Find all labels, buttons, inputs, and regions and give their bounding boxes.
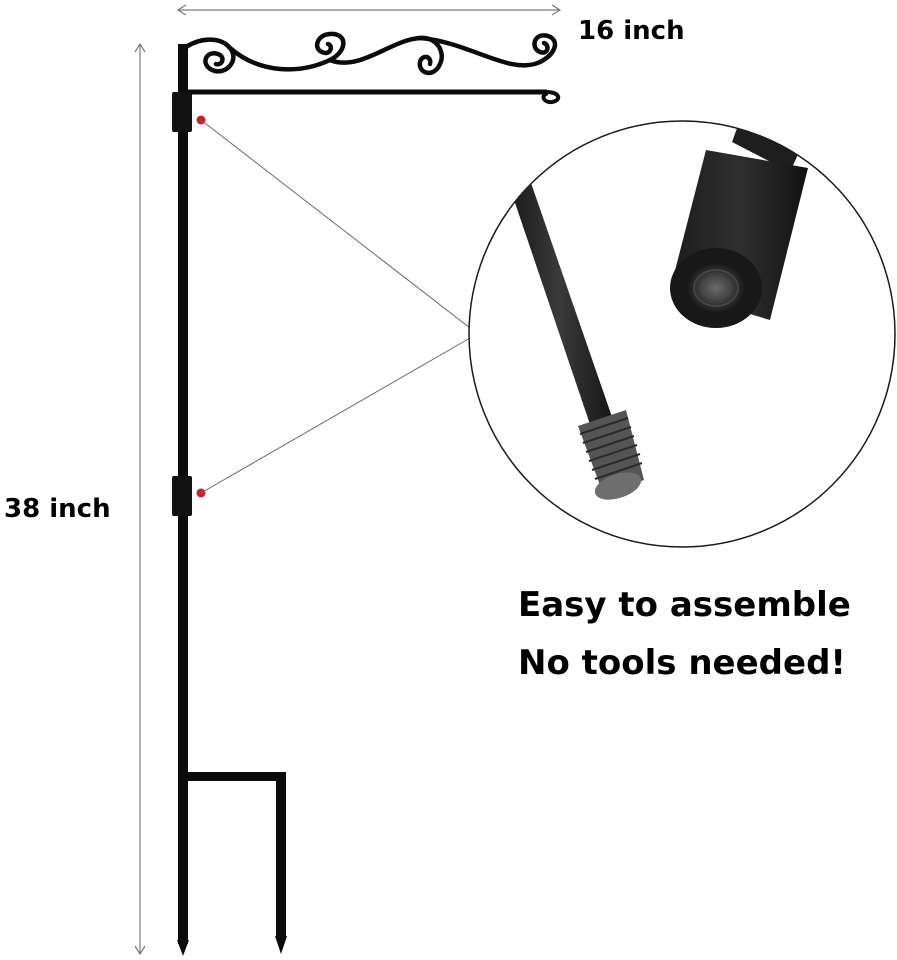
height-dimension-arrow	[134, 42, 146, 956]
ground-stake	[186, 772, 287, 954]
width-dimension-label: 16 inch	[578, 16, 685, 46]
scroll-hanger-arm	[183, 31, 561, 105]
threaded-sleeve	[670, 121, 808, 328]
width-dimension-arrow	[176, 4, 562, 16]
caption-easy-assemble: Easy to assemble	[518, 585, 851, 625]
caption-no-tools: No tools needed!	[518, 643, 846, 683]
upper-connector-sleeve	[172, 92, 192, 132]
zoom-leader-lines	[200, 119, 471, 494]
zoom-detail-circle	[468, 120, 896, 548]
lower-connector-sleeve	[172, 476, 192, 516]
height-dimension-label: 38 inch	[4, 494, 111, 524]
threaded-rod	[510, 180, 644, 500]
rod-threads	[578, 410, 644, 500]
